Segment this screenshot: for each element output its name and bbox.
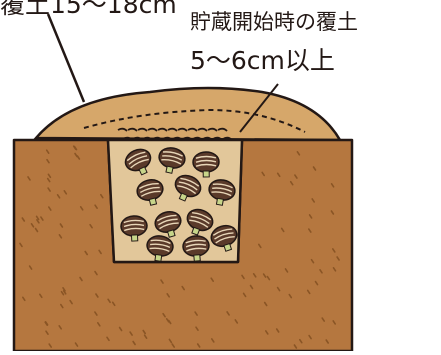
straw-icon <box>117 127 128 132</box>
straw-icon <box>122 136 133 141</box>
taro-tuber-icon <box>182 235 210 262</box>
straw-layer <box>117 127 233 141</box>
straw-icon <box>222 136 233 141</box>
taro-tuber-icon <box>136 179 164 206</box>
taro-tuber-icon <box>208 179 236 206</box>
straw-icon <box>182 136 193 141</box>
straw-icon <box>167 127 178 132</box>
taro-tuber-icon <box>192 151 220 178</box>
straw-icon <box>142 136 153 141</box>
cover-depth-label: 覆土15〜18cm <box>0 0 177 19</box>
straw-icon <box>192 136 203 141</box>
taro-tuber-icon <box>174 174 202 202</box>
initial-cover-label: 貯蔵開始時の覆土 <box>190 10 358 34</box>
straw-icon <box>162 136 173 141</box>
taro-tubers <box>120 147 238 262</box>
initial-cover-dashed-line <box>83 108 306 133</box>
straw-icon <box>202 136 213 141</box>
straw-icon <box>207 127 218 132</box>
straw-icon <box>132 136 143 141</box>
taro-tuber-icon <box>210 224 238 252</box>
straw-icon <box>157 127 168 132</box>
initial-cover-depth-label: 5〜6cm以上 <box>190 46 335 75</box>
soil-texture <box>19 145 340 349</box>
taro-tuber-icon <box>154 210 182 238</box>
taro-tuber-icon <box>124 148 152 176</box>
straw-icon <box>137 127 148 132</box>
taro-tuber-icon <box>158 147 186 174</box>
leader-line-right <box>239 83 279 133</box>
straw-icon <box>152 136 163 141</box>
straw-icon <box>187 127 198 132</box>
taro-tuber-icon <box>186 208 214 236</box>
straw-icon <box>212 136 223 141</box>
straw-icon <box>172 136 183 141</box>
straw-icon <box>177 127 188 132</box>
taro-tuber-icon <box>146 235 174 262</box>
straw-icon <box>197 127 208 132</box>
straw-icon <box>147 127 158 132</box>
straw-icon <box>217 127 228 132</box>
straw-icon <box>127 127 138 132</box>
taro-tuber-icon <box>120 215 148 242</box>
leader-line-top <box>46 13 86 103</box>
